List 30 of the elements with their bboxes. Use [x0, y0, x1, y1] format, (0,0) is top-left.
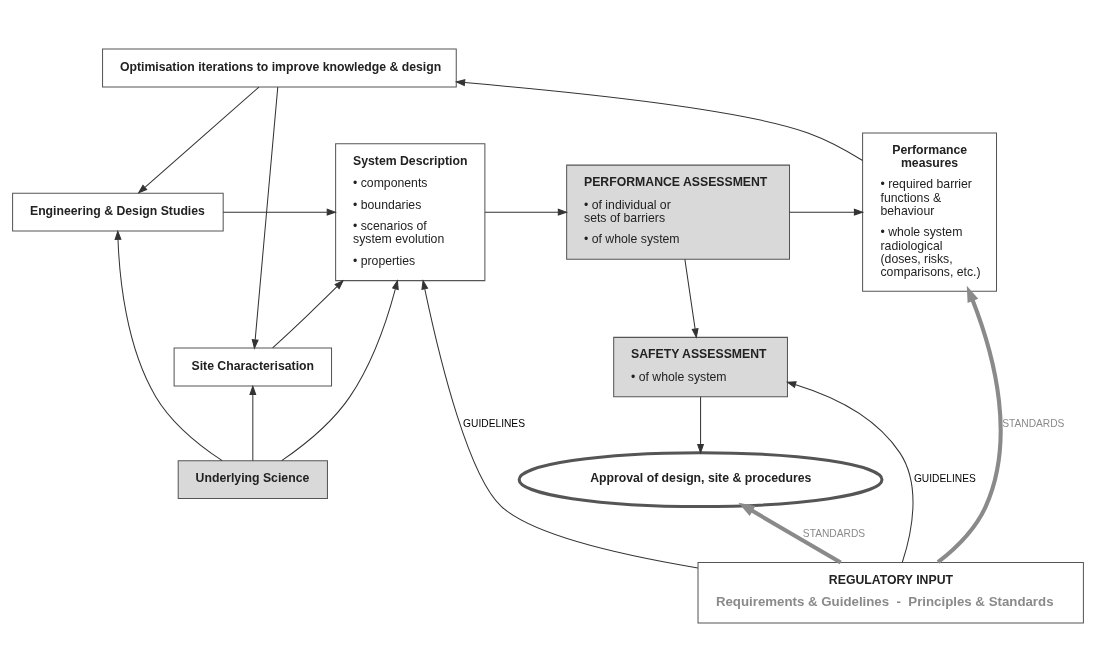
node-box: Optimisation iterations to improve knowledge & design — [102, 48, 457, 87]
node-box: Performance measures • required barrier functions & behaviour • whole system radiological (doses, risks, comparisons, etc.) — [862, 131, 997, 292]
arrow — [222, 208, 337, 216]
arrow — [421, 278, 699, 568]
arrow — [454, 78, 864, 161]
edge-label: GUIDELINES — [463, 417, 526, 429]
arrow — [684, 258, 699, 339]
arrow — [484, 208, 569, 216]
edge-label: STANDARDS — [802, 527, 866, 539]
node-box: System Description • components • boundaries • scenarios of system evolution • properties — [335, 142, 486, 281]
arrow — [137, 86, 260, 194]
edge-label: GUIDELINES — [913, 472, 976, 484]
arrow — [697, 395, 705, 454]
arrow — [114, 229, 223, 461]
edge-label: STANDARDS — [1002, 417, 1065, 429]
node-ellipse: Approval of design, site & procedures — [517, 450, 884, 508]
arrow — [272, 279, 345, 348]
arrow — [251, 86, 279, 350]
node-box: Underlying Science — [177, 459, 328, 499]
node-box: REGULATORY INPUT Requirements & Guidelines - Principles & Standards — [697, 561, 1084, 623]
arrow — [936, 285, 1003, 564]
node-box: SAFETY ASSESSMENT • of whole system — [613, 336, 788, 397]
arrow — [789, 208, 865, 216]
arrow — [281, 278, 399, 461]
node-box: Site Characterisation — [173, 347, 333, 386]
arrow — [249, 384, 257, 461]
node-box: PERFORMANCE ASSESSMENT • of individual or sets of barriers • of whole system — [566, 164, 790, 260]
arrow — [738, 502, 842, 564]
arrow — [786, 380, 914, 563]
node-box: Engineering & Design Studies — [12, 192, 224, 232]
